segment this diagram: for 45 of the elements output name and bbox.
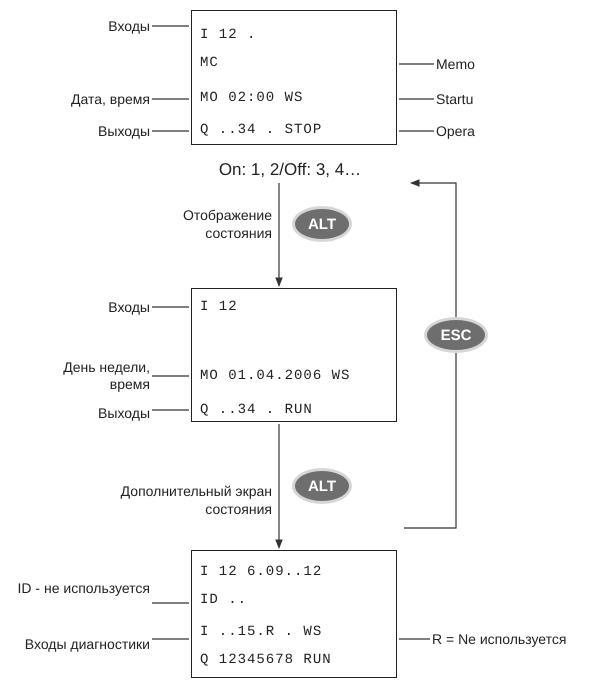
callout-label: Memo: [436, 54, 516, 74]
display-text: I 12: [200, 299, 238, 316]
leader-line: [399, 63, 434, 65]
keypad-key: ALT: [292, 206, 352, 242]
lcd-screen: [191, 550, 397, 678]
display-text: MC: [200, 55, 219, 72]
callout-label: Входы: [60, 16, 150, 36]
leader-line: [152, 602, 189, 604]
callout-label: День недели, время: [20, 358, 150, 394]
keypad-key: ALT: [292, 468, 352, 504]
display-text: ID ..: [200, 592, 248, 609]
leader-line: [152, 98, 189, 100]
display-text: MO 01.04.2006 WS: [200, 368, 350, 385]
arrow: [275, 183, 283, 287]
callout-label: Startu: [436, 89, 516, 109]
callout-label: Дата, время: [20, 89, 150, 109]
keypad-key: ESC: [424, 317, 488, 353]
leader-line: [152, 375, 189, 377]
leader-line: [399, 638, 430, 640]
display-text: Q ..34 . STOP: [200, 122, 322, 139]
lcd-screen: [191, 10, 397, 145]
callout-label: Входы диагностики: [10, 622, 150, 666]
display-text: Q ..34 . RUN: [200, 402, 313, 419]
lcd-screen: [191, 288, 397, 422]
display-text: MO 02:00 WS: [200, 90, 304, 107]
callout-label: Opera: [436, 121, 516, 141]
leader-line: [399, 130, 434, 132]
arrow: [404, 179, 457, 529]
leader-line: [399, 98, 434, 100]
leader-line: [152, 306, 189, 308]
status-text: On: 1, 2/Off: 3, 4…: [180, 157, 400, 181]
callout-label: Выходы: [40, 403, 150, 423]
display-text: I ..15.R . WS: [200, 624, 322, 641]
callout-label: Выходы: [40, 121, 150, 141]
display-text: Q 12345678 RUN: [200, 652, 332, 669]
display-text: I 12 6.09..12: [200, 564, 322, 581]
display-text: I 12 .: [200, 27, 256, 44]
leader-line: [152, 638, 189, 640]
callout-label: Входы: [60, 297, 150, 317]
callout-label: ID - не используется: [10, 566, 150, 610]
arrow: [275, 424, 283, 549]
leader-line: [152, 25, 189, 27]
leader-line: [152, 409, 189, 411]
callout-label: R = Ne используется: [432, 629, 604, 649]
leader-line: [152, 130, 189, 132]
